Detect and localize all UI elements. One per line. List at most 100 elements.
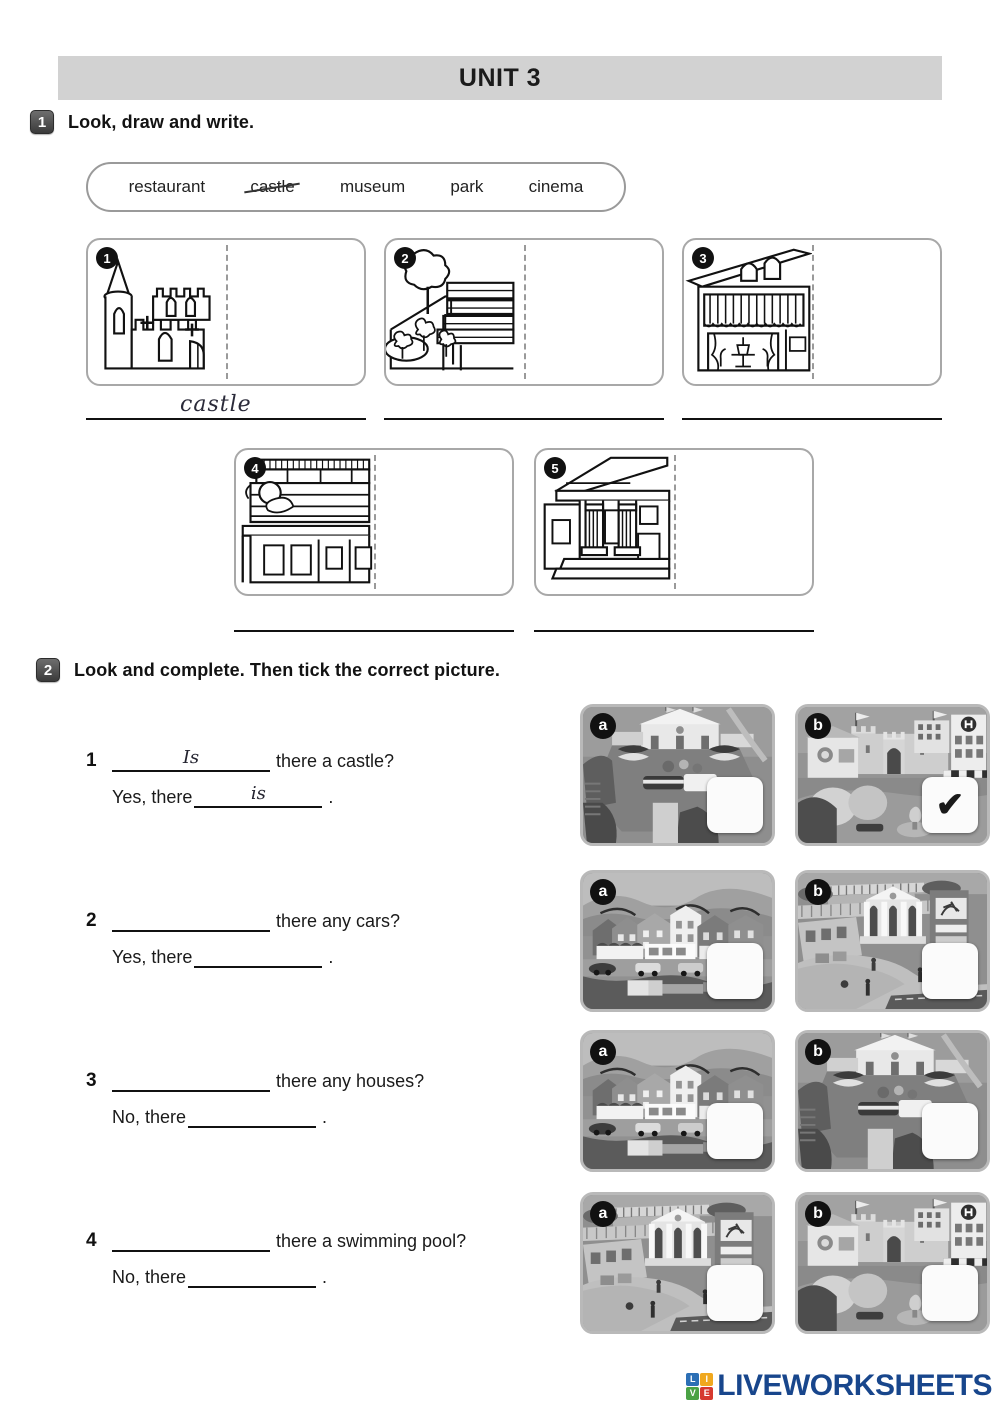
question-3-text: there any houses?	[276, 1071, 425, 1091]
cinema-icon	[236, 450, 374, 594]
question-2-reply-end: .	[328, 947, 334, 967]
question-3-reply-start: No, there	[112, 1107, 187, 1127]
logo-square-e: E	[700, 1386, 714, 1400]
restaurant-icon	[684, 240, 812, 384]
question-3-reply-blank[interactable]	[188, 1106, 317, 1128]
question-4-option-a-tickbox[interactable]	[707, 1265, 763, 1321]
draw-box-1-number: 1	[96, 247, 118, 269]
draw-box-5-number: 5	[544, 457, 566, 479]
word-bank-item-restaurant[interactable]: restaurant	[128, 177, 206, 196]
check-icon: ✔	[935, 786, 965, 824]
question-4-reply-blank[interactable]	[188, 1266, 317, 1288]
draw-box-4[interactable]: 4	[234, 448, 514, 596]
question-1-option-a-tickbox[interactable]	[707, 777, 763, 833]
question-1-reply-answer: is	[250, 783, 266, 804]
draw-box-5-divider	[674, 455, 676, 589]
option-letter: b	[805, 879, 831, 905]
draw-box-5[interactable]: 5	[534, 448, 814, 596]
question-1-blank[interactable]: Is	[112, 747, 270, 772]
question-2-blank[interactable]	[112, 910, 270, 932]
question-2: 2 there any cars? Yes, there .	[86, 910, 400, 968]
option-letter: b	[805, 1201, 831, 1227]
question-1-option-b-tickbox[interactable]: ✔	[922, 777, 978, 833]
write-line-2[interactable]	[384, 418, 664, 420]
question-4: 4 there a swimming pool? No, there .	[86, 1230, 466, 1288]
question-1-reply-blank[interactable]: is	[194, 783, 323, 808]
exercise-2-heading: 2 Look and complete. Then tick the corre…	[36, 658, 500, 682]
question-3-option-b[interactable]: b	[795, 1030, 990, 1172]
question-4-reply-end: .	[322, 1267, 328, 1287]
question-3-blank[interactable]	[112, 1070, 270, 1092]
draw-box-4-divider	[374, 455, 376, 589]
question-2-text: there any cars?	[276, 911, 401, 931]
exercise-1-badge: 1	[30, 110, 54, 134]
question-1-text: there a castle?	[276, 751, 395, 771]
draw-box-1[interactable]: 1	[86, 238, 366, 386]
draw-box-1-divider	[226, 245, 228, 379]
write-line-1[interactable]	[86, 418, 366, 420]
exercise-1-instruction: Look, draw and write.	[68, 111, 255, 132]
question-1-number: 1	[86, 750, 97, 771]
write-line-1-answer: castle	[180, 392, 252, 417]
park-icon	[386, 240, 524, 384]
option-letter: b	[805, 713, 831, 739]
word-bank-item-castle[interactable]: castle	[250, 177, 295, 196]
question-3-number: 3	[86, 1070, 97, 1091]
write-line-4[interactable]	[234, 630, 514, 632]
question-2-option-a-tickbox[interactable]	[707, 943, 763, 999]
word-bank-item-museum[interactable]: museum	[339, 177, 406, 196]
question-4-blank[interactable]	[112, 1230, 270, 1252]
question-4-number: 4	[86, 1230, 97, 1251]
question-4-reply-start: No, there	[112, 1267, 187, 1287]
option-letter: a	[590, 879, 616, 905]
question-4-option-b[interactable]: b	[795, 1192, 990, 1334]
question-1-blank-answer: Is	[182, 747, 200, 768]
draw-box-3[interactable]: 3	[682, 238, 942, 386]
question-3-option-a[interactable]: a	[580, 1030, 775, 1172]
unit-header-bar: UNIT 3	[58, 56, 942, 100]
liveworksheets-logo[interactable]: L I V E LIVEWORKSHEETS	[686, 1369, 992, 1403]
exercise-2-instruction: Look and complete. Then tick the correct…	[74, 659, 500, 680]
question-1-option-a[interactable]: a	[580, 704, 775, 846]
option-letter: a	[590, 1039, 616, 1065]
question-1-option-b[interactable]: b ✔	[795, 704, 990, 846]
draw-box-2-number: 2	[394, 247, 416, 269]
question-1: 1 Is there a castle? Yes, there is .	[86, 747, 395, 808]
draw-box-4-number: 4	[244, 457, 266, 479]
question-2-option-b[interactable]: b	[795, 870, 990, 1012]
option-letter: a	[590, 1201, 616, 1227]
castle-icon	[88, 240, 226, 384]
question-2-option-a[interactable]: a	[580, 870, 775, 1012]
logo-square-v: V	[686, 1386, 700, 1400]
write-line-3[interactable]	[682, 418, 942, 420]
word-bank: restaurant castle museum park cinema	[86, 162, 626, 212]
option-letter: a	[590, 713, 616, 739]
question-1-reply-end: .	[328, 787, 334, 807]
word-bank-item-cinema[interactable]: cinema	[528, 177, 584, 196]
logo-square-i: I	[700, 1372, 714, 1386]
exercise-2-badge: 2	[36, 658, 60, 682]
question-2-number: 2	[86, 910, 97, 931]
question-2-reply-start: Yes, there	[112, 947, 193, 967]
question-3-reply-end: .	[322, 1107, 328, 1127]
liveworksheets-logo-squares: L I V E	[686, 1372, 714, 1400]
question-3-option-a-tickbox[interactable]	[707, 1103, 763, 1159]
question-4-text: there a swimming pool?	[276, 1231, 467, 1251]
question-3: 3 there any houses? No, there .	[86, 1070, 424, 1128]
word-bank-item-park[interactable]: park	[450, 177, 484, 196]
draw-box-2-divider	[524, 245, 526, 379]
question-2-reply-blank[interactable]	[194, 946, 323, 968]
draw-box-3-number: 3	[692, 247, 714, 269]
draw-box-3-divider	[812, 245, 814, 379]
draw-box-2[interactable]: 2	[384, 238, 664, 386]
write-line-5[interactable]	[534, 630, 814, 632]
question-4-option-b-tickbox[interactable]	[922, 1265, 978, 1321]
liveworksheets-wordmark: LIVEWORKSHEETS	[717, 1369, 992, 1402]
page-title: UNIT 3	[458, 63, 542, 92]
question-3-option-b-tickbox[interactable]	[922, 1103, 978, 1159]
logo-square-l: L	[686, 1372, 700, 1386]
question-1-reply-start: Yes, there	[112, 787, 193, 807]
question-2-option-b-tickbox[interactable]	[922, 943, 978, 999]
museum-icon	[536, 450, 674, 594]
question-4-option-a[interactable]: a	[580, 1192, 775, 1334]
